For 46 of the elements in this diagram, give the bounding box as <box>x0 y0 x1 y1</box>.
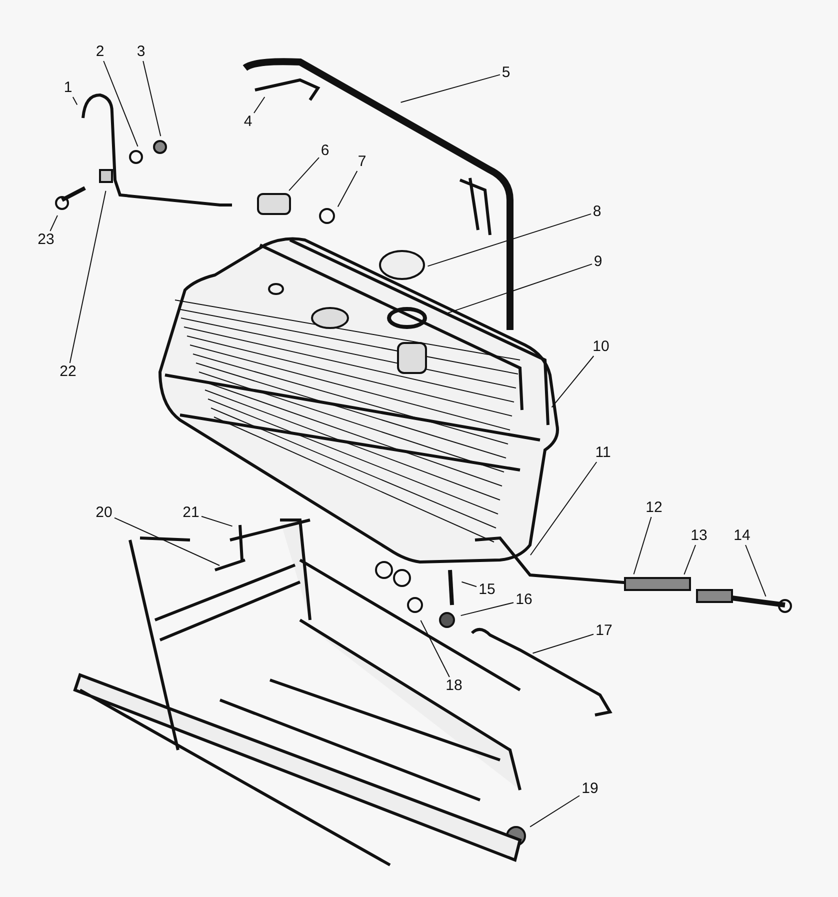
callout-number: 21 <box>182 505 200 521</box>
leader-line <box>684 544 696 575</box>
callout-number: 11 <box>595 445 611 461</box>
leader-line <box>530 462 598 556</box>
leader-line <box>400 74 500 103</box>
callout-number: 16 <box>516 592 532 608</box>
callout-number: 4 <box>244 114 252 130</box>
leader-line <box>69 190 106 364</box>
callout-number: 1 <box>64 80 72 96</box>
leader-line <box>745 544 766 597</box>
callout-number: 7 <box>358 154 366 170</box>
leader-line <box>72 96 78 106</box>
leader-line <box>337 170 358 208</box>
leader-line <box>254 96 266 114</box>
callout-number: 12 <box>646 500 662 516</box>
leader-line <box>551 356 594 408</box>
leader-line <box>530 795 580 828</box>
callout-number: 22 <box>60 364 76 380</box>
callout-number: 23 <box>38 232 54 248</box>
leader-line <box>142 60 162 137</box>
leader-line <box>427 213 592 267</box>
callout-number: 2 <box>96 44 104 60</box>
leader-line <box>288 157 320 192</box>
callout-number: 19 <box>582 781 598 797</box>
leader-line <box>201 516 233 527</box>
leader-line <box>447 264 592 314</box>
callout-number: 14 <box>734 528 750 544</box>
callout-number: 15 <box>478 582 496 598</box>
leader-line <box>461 581 477 588</box>
leader-line <box>50 214 58 232</box>
callout-number: 18 <box>446 678 462 694</box>
leader-line <box>103 60 138 147</box>
callout-number: 17 <box>596 623 612 639</box>
callout-number: 13 <box>690 528 708 544</box>
leader-line <box>532 634 594 654</box>
leader-line <box>114 517 220 566</box>
callout-number: 10 <box>592 339 610 355</box>
leader-line <box>420 620 450 678</box>
callout-number: 20 <box>96 505 112 521</box>
callout-number: 6 <box>320 143 330 159</box>
leader-line <box>633 516 652 575</box>
callout-number: 5 <box>502 65 510 81</box>
callout-number: 8 <box>592 204 602 220</box>
leader-line <box>460 602 514 616</box>
callout-number: 9 <box>594 254 602 270</box>
callout-number: 3 <box>136 44 146 60</box>
